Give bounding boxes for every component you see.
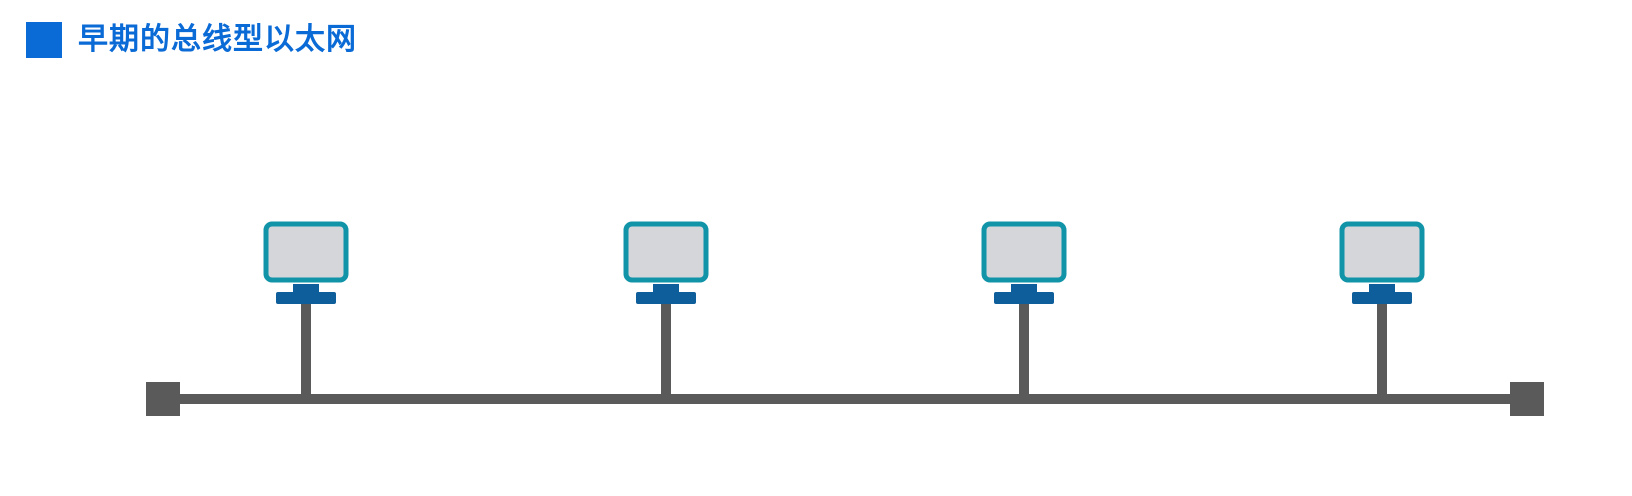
monitor-icon [1339,221,1425,283]
drop-cable [661,298,671,396]
bus-cable [170,394,1512,404]
monitor-icon [981,221,1067,283]
title-marker-square [26,22,62,58]
monitor-icon [623,221,709,283]
monitor-stand-base [1352,292,1412,304]
computer-node-1 [263,221,349,396]
drop-cable [301,298,311,396]
monitor-icon [263,221,349,283]
bus-terminator-right [1510,382,1544,416]
monitor-stand-neck [1369,284,1395,294]
computer-node-2 [623,221,709,396]
monitor-stand-base [276,292,336,304]
bus-terminator-left [146,382,180,416]
monitor-stand-neck [653,284,679,294]
monitor-stand-neck [293,284,319,294]
drop-cable [1019,298,1029,396]
computer-node-3 [981,221,1067,396]
drop-cable [1377,298,1387,396]
title-bar: 早期的总线型以太网 [26,22,357,58]
monitor-stand-base [994,292,1054,304]
monitor-stand-base [636,292,696,304]
page-title: 早期的总线型以太网 [78,22,357,57]
computer-node-4 [1339,221,1425,396]
monitor-stand-neck [1011,284,1037,294]
